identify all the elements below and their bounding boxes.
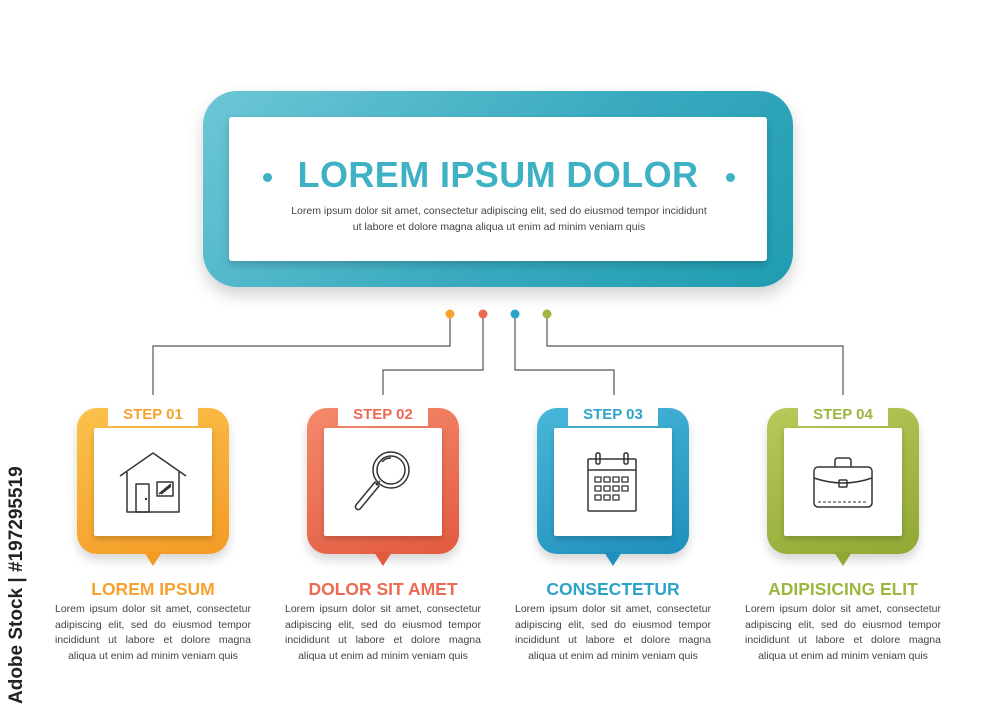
step-01-label: STEP 01 (123, 406, 183, 423)
step-03-description: Lorem ipsum dolor sit amet, consectetur … (515, 603, 711, 662)
step-01-pointer (144, 552, 162, 566)
briefcase-icon (813, 457, 873, 508)
step-01-heading: LOREM IPSUM (91, 579, 215, 599)
step-02-label-bg (338, 404, 428, 426)
calendar-icon (587, 452, 637, 512)
connector-dot-02 (478, 309, 488, 319)
connector-step-02 (382, 314, 484, 395)
step-02-heading: DOLOR SIT AMET (308, 579, 458, 599)
connector-step-01 (152, 314, 451, 395)
step-04-heading: ADIPISICING ELIT (768, 579, 918, 599)
title-bullet-left (263, 173, 272, 182)
step-01-description: Lorem ipsum dolor sit amet, consectetur … (55, 603, 251, 662)
magnifier-icon (354, 451, 410, 511)
step-04-label: STEP 04 (813, 406, 873, 423)
step-03-label: STEP 03 (583, 406, 643, 423)
step-03-pointer (604, 552, 622, 566)
header-title: LOREM IPSUM DOLOR (297, 154, 699, 195)
step-04-description: Lorem ipsum dolor sit amet, consectetur … (745, 603, 941, 662)
connector-dot-03 (510, 309, 520, 319)
connector-dot-01 (445, 309, 455, 319)
stock-watermark: Adobe Stock | #197295519 (6, 466, 27, 704)
connector-dot-04 (542, 309, 552, 319)
connector-step-04 (546, 314, 844, 395)
house-icon (119, 452, 187, 513)
step-03-label-bg (568, 404, 658, 426)
connector-step-03 (514, 314, 615, 395)
title-bullet-right (726, 173, 735, 182)
step-04-label-bg (798, 404, 888, 426)
step-02-pointer (374, 552, 392, 566)
step-01-card (94, 428, 212, 536)
header-description: Lorem ipsum dolor sit amet, consectetur … (291, 205, 707, 233)
step-02-description: Lorem ipsum dolor sit amet, consectetur … (285, 603, 481, 662)
step-04-pointer (834, 552, 852, 566)
step-04-card (784, 428, 902, 536)
step-02-label: STEP 02 (353, 406, 413, 423)
header-card (229, 117, 767, 261)
step-03-heading: CONSECTETUR (546, 579, 680, 599)
step-01-label-bg (108, 404, 198, 426)
